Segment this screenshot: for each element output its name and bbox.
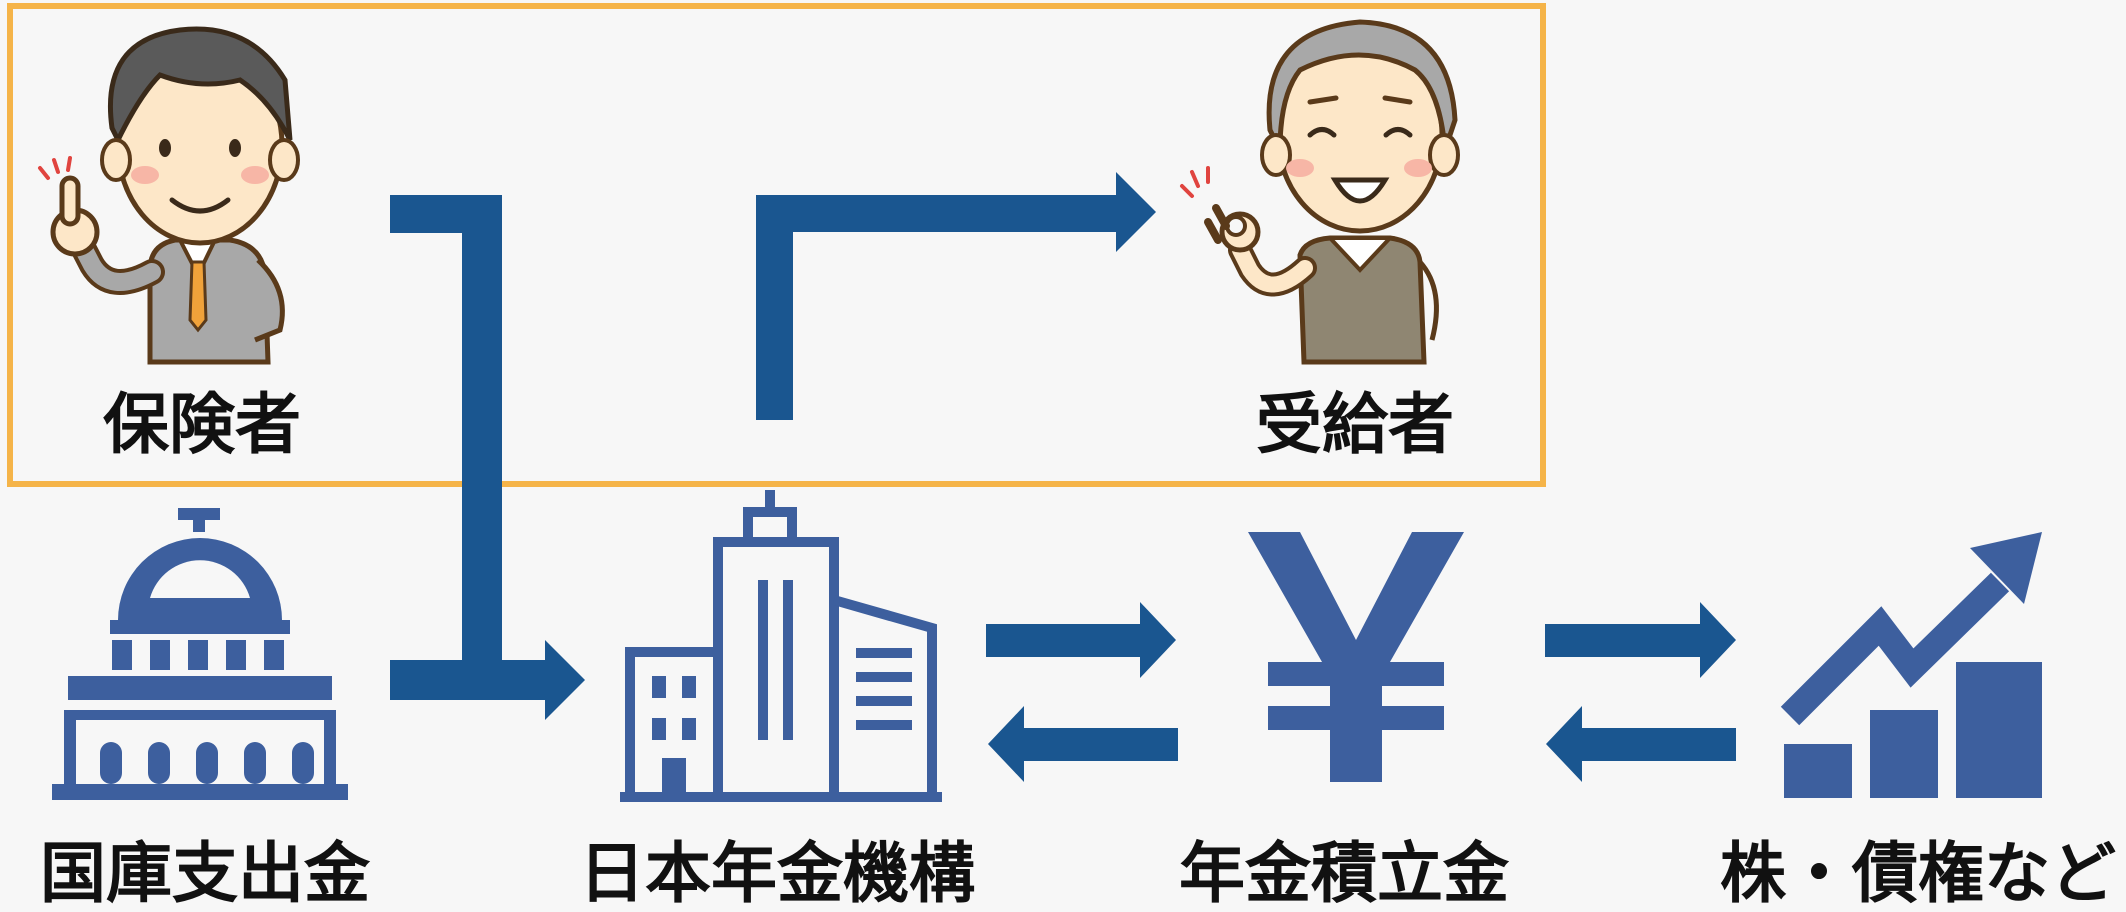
deposit-arrow [986,602,1176,678]
elderly-man-ok-sign-icon [1180,19,1460,365]
benefit-arrow [756,172,1156,420]
contribution-arrow [390,195,585,720]
pension-org-label: 日本年金機構 [579,835,975,912]
insured-label: 保険者 [103,386,301,463]
office-building-windows [652,648,912,792]
businessman-pointing-icon [38,26,300,365]
highlight-box [7,3,1546,487]
stocks-bonds-label: 株・債権など [1720,835,2116,912]
return-arrow [1546,706,1736,782]
yen-icon [1248,532,1464,782]
reserve-fund-label: 年金積立金 [1179,835,1509,912]
treasury-label: 国庫支出金 [40,835,370,912]
office-building-icon [620,490,942,802]
invest-arrow [1545,602,1736,678]
growth-chart-icon [1780,532,2042,798]
recipient-label: 受給者 [1256,386,1454,463]
withdraw-arrow [988,706,1178,782]
government-building-icon [52,508,348,800]
